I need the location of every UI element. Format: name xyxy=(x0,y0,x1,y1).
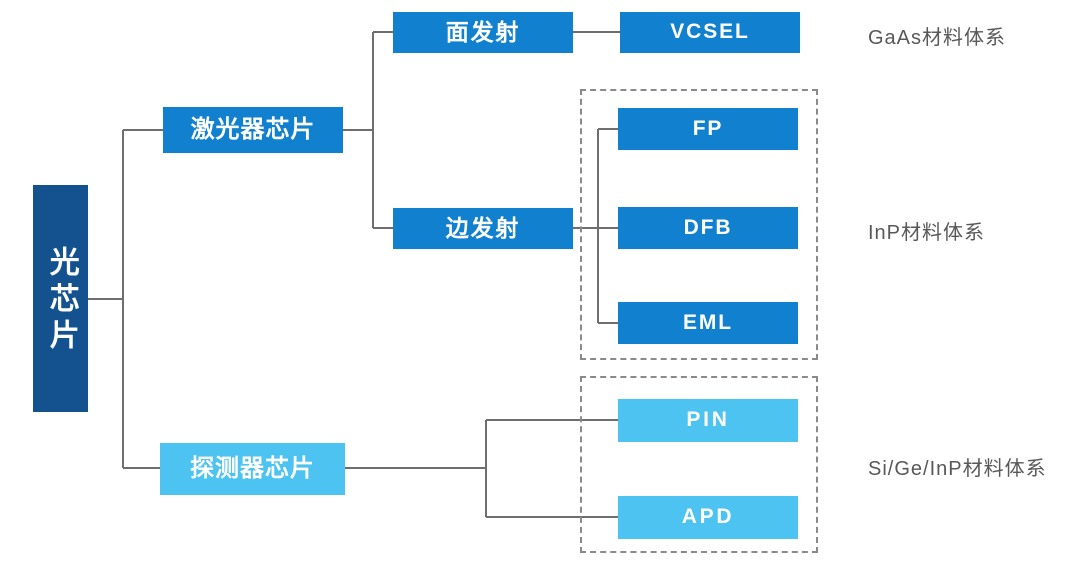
group-frame-inp xyxy=(580,89,818,360)
node-laser-chip[interactable]: 激光器芯片 xyxy=(163,107,343,153)
node-apd[interactable]: APD xyxy=(618,496,798,539)
node-edge-emitting[interactable]: 边发射 xyxy=(393,208,573,249)
node-fp[interactable]: FP xyxy=(618,108,798,150)
node-dfb[interactable]: DFB xyxy=(618,207,798,249)
node-vcsel[interactable]: VCSEL xyxy=(620,12,800,53)
node-eml[interactable]: EML xyxy=(618,302,798,344)
label-material-system-inp: InP材料体系 xyxy=(868,222,986,244)
group-frame-detector xyxy=(580,376,818,553)
label-material-system-gaas: GaAs材料体系 xyxy=(868,27,1007,49)
label-material-system-si-ge-inp: Si/Ge/InP材料体系 xyxy=(868,458,1047,480)
node-detector-chip[interactable]: 探测器芯片 xyxy=(160,443,345,495)
node-root-optical-chip[interactable]: 光芯片 xyxy=(33,185,88,412)
node-surface-emitting[interactable]: 面发射 xyxy=(393,12,573,53)
node-pin[interactable]: PIN xyxy=(618,399,798,442)
